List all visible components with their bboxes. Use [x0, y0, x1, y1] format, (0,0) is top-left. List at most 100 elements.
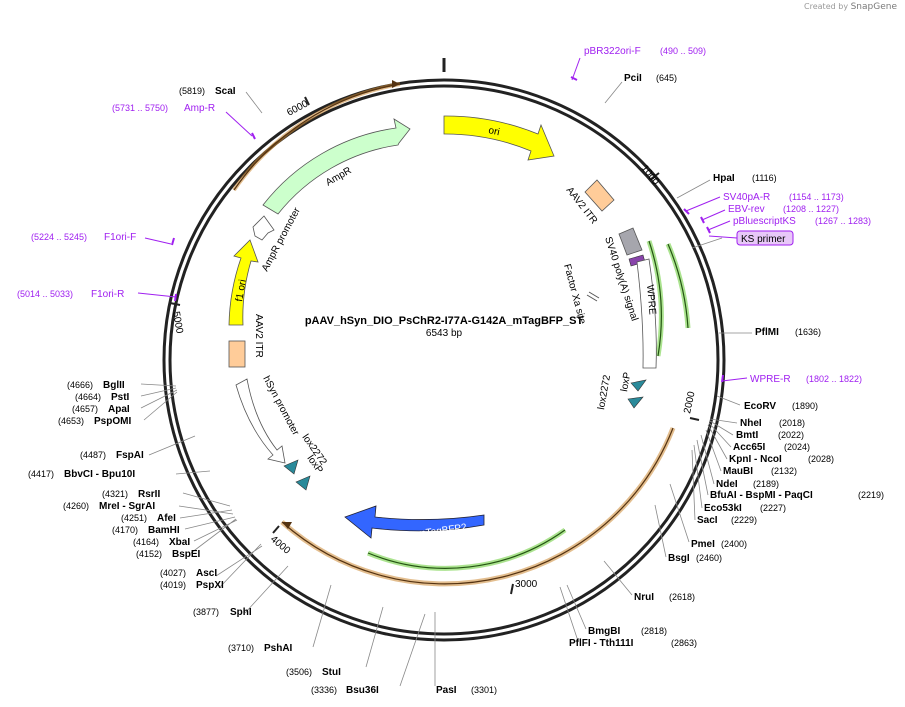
- primer-ebv-rev[interactable]: EBV-rev (1208 .. 1227): [700, 204, 839, 224]
- primer-range: (490 .. 509): [660, 46, 706, 56]
- enzyme-scai[interactable]: (5819)ScaI: [179, 86, 236, 97]
- orf-arcs: [232, 80, 691, 587]
- enzyme-ndei[interactable]: NdeI(2189): [716, 479, 779, 490]
- primer-pbluescriptks[interactable]: pBluescriptKS (1267 .. 1283): [706, 216, 871, 234]
- enzyme-bsgi[interactable]: BsgI(2460): [668, 553, 722, 564]
- enzyme-mrei-sgrai[interactable]: (4260)MreI - SgrAI: [63, 501, 155, 512]
- tick-4000: 4000: [268, 534, 292, 557]
- loxp-right-label: loxP: [619, 371, 633, 392]
- svg-text:FspAI: FspAI: [116, 450, 144, 461]
- svg-text:PasI: PasI: [436, 685, 457, 696]
- primer-wpre-r[interactable]: WPRE-R (1802 .. 1822): [721, 374, 862, 385]
- feature-ori[interactable]: ori: [443, 115, 555, 161]
- svg-text:BbvCI - Bpu10I: BbvCI - Bpu10I: [64, 469, 135, 480]
- enzyme-apai[interactable]: (4657)ApaI: [72, 404, 130, 415]
- wpre-label: WPRE: [644, 284, 658, 315]
- svg-text:(1116): (1116): [752, 173, 777, 183]
- enzyme-psti[interactable]: (4664)PstI: [75, 392, 130, 403]
- enzyme-stui[interactable]: (3506)StuI: [286, 667, 341, 678]
- enzyme-pshai[interactable]: (3710)PshAI: [228, 643, 293, 654]
- enzyme-pasi[interactable]: PasI(3301): [436, 685, 497, 696]
- ori-label: ori: [487, 125, 500, 138]
- enzyme-nhei[interactable]: NheI(2018): [740, 418, 805, 429]
- svg-text:NdeI: NdeI: [716, 479, 738, 490]
- svg-text:(1636): (1636): [795, 327, 821, 337]
- enzyme-ecorv[interactable]: EcoRV(1890): [744, 401, 818, 412]
- primer-range: (1208 .. 1227): [783, 204, 839, 214]
- svg-text:(2219): (2219): [858, 490, 884, 500]
- primer-name: WPRE-R: [750, 374, 791, 385]
- tick-3000: 3000: [515, 579, 538, 590]
- svg-text:PmeI: PmeI: [691, 539, 715, 550]
- enzyme-acc65i[interactable]: Acc65I(2024): [733, 442, 810, 453]
- enzyme-bmgbi[interactable]: BmgBI(2818): [588, 626, 667, 637]
- enzyme-bamhi[interactable]: (4170)BamHI: [112, 525, 180, 536]
- feature-hsyn-promoter[interactable]: hSyn promoter: [235, 374, 301, 464]
- enzyme-bsu36i[interactable]: (3336)Bsu36I: [311, 685, 379, 696]
- primer-range: (1267 .. 1283): [815, 216, 871, 226]
- enzyme-rsrii[interactable]: (4321)RsrII: [102, 489, 160, 500]
- enzyme-hpai[interactable]: HpaI(1116): [713, 173, 777, 184]
- enzyme-pmei[interactable]: PmeI(2400): [691, 539, 747, 550]
- enzyme-bmti[interactable]: BmtI(2022): [736, 430, 804, 441]
- plasmid-length: 6543 bp: [426, 328, 463, 339]
- svg-text:BmgBI: BmgBI: [588, 626, 620, 637]
- svg-text:(2618): (2618): [669, 592, 695, 602]
- feature-mtagbfp2[interactable]: mTagBFP2: [344, 505, 485, 540]
- feature-aav2-itr-right[interactable]: AAV2 ITR: [564, 179, 615, 226]
- feature-lox-left[interactable]: lox2272 loxP: [283, 432, 329, 491]
- enzyme-pflmi[interactable]: PflMI (1636): [755, 327, 821, 338]
- primer-sv40pa-r[interactable]: SV40pA-R (1154 .. 1173): [683, 192, 844, 215]
- svg-text:BglII: BglII: [103, 380, 125, 391]
- hsyn-promoter-label: hSyn promoter: [260, 374, 301, 438]
- svg-text:PflMI: PflMI: [755, 327, 779, 338]
- ampr-promoter-label: AmpR promoter: [260, 205, 303, 273]
- primer-amp-r[interactable]: (5731 .. 5750) Amp-R: [112, 103, 256, 140]
- primer-range: (5731 .. 5750): [112, 103, 168, 113]
- feature-aav2-itr-left[interactable]: AAV2 ITR: [228, 314, 264, 368]
- enzyme-nrui[interactable]: NruI(2618): [634, 592, 695, 603]
- enzyme-bglii[interactable]: (4666)BglII: [67, 380, 125, 391]
- enzyme-afei[interactable]: (4251)AfeI: [121, 513, 176, 524]
- enzyme-saci[interactable]: SacI(2229): [697, 515, 757, 526]
- feature-lox-right[interactable]: lox2272 loxP: [596, 371, 647, 411]
- primer-ks-primer[interactable]: KS primer: [708, 230, 794, 246]
- svg-text:EcoRV: EcoRV: [744, 401, 776, 412]
- svg-text:(4170): (4170): [112, 525, 138, 535]
- enzyme-pflfi-tth111i[interactable]: PflFI - Tth111I(2863): [569, 638, 697, 649]
- svg-text:BfuAI - BspMI - PaqCI: BfuAI - BspMI - PaqCI: [710, 490, 813, 501]
- primer-f1ori-r[interactable]: (5014 .. 5033) F1ori-R: [17, 289, 177, 302]
- svg-text:KpnI - NcoI: KpnI - NcoI: [729, 454, 782, 465]
- enzyme-pspomi[interactable]: (4653)PspOMI: [58, 416, 131, 427]
- svg-text:(4251): (4251): [121, 513, 147, 523]
- enzyme-kpni-ncoi[interactable]: KpnI - NcoI (2028): [729, 454, 834, 465]
- enzyme-bfuai-bspmi-paqci[interactable]: BfuAI - BspMI - PaqCI (2219): [710, 490, 884, 501]
- svg-text:(3336): (3336): [311, 685, 337, 695]
- enzyme-pspxi[interactable]: (4019)PspXI: [160, 580, 224, 591]
- feature-wpre[interactable]: WPRE: [636, 258, 658, 369]
- primer-f1ori-f[interactable]: (5224 .. 5245) F1ori-F: [31, 232, 175, 246]
- enzyme-sphi[interactable]: (3877)SphI: [193, 607, 252, 618]
- enzyme-bspei[interactable]: (4152)BspEI: [136, 549, 201, 560]
- svg-text:AscI: AscI: [196, 568, 217, 579]
- enzyme-asci[interactable]: (4027) AscI: [160, 568, 217, 579]
- enzyme-pcii[interactable]: PciI(645): [624, 73, 677, 84]
- svg-text:Acc65I: Acc65I: [733, 442, 765, 453]
- svg-text:(4027): (4027): [160, 568, 186, 578]
- enzyme-bbvci-bpu10i[interactable]: (4417)BbvCI - Bpu10I: [28, 469, 135, 480]
- svg-text:MreI - SgrAI: MreI - SgrAI: [99, 501, 155, 512]
- credit-prefix: Created by: [804, 2, 849, 11]
- svg-text:PciI: PciI: [624, 73, 642, 84]
- feature-ampr-promoter[interactable]: AmpR promoter: [252, 205, 303, 273]
- enzyme-eco53ki[interactable]: Eco53kI(2227): [704, 503, 786, 514]
- primer-pbr322ori-f[interactable]: pBR322ori-F (490 .. 509): [570, 46, 706, 81]
- enzyme-xbai[interactable]: (4164)XbaI: [133, 537, 190, 548]
- enzyme-maubi[interactable]: MauBI(2132): [723, 466, 797, 477]
- svg-text:(3710): (3710): [228, 643, 254, 653]
- aav2-itr-left-label: AAV2 ITR: [253, 314, 264, 358]
- enzyme-fspai[interactable]: (4487)FspAI: [80, 450, 144, 461]
- primer-name: KS primer: [741, 234, 786, 245]
- svg-text:(2028): (2028): [808, 454, 834, 464]
- feature-f1-ori[interactable]: f1 ori: [228, 239, 259, 326]
